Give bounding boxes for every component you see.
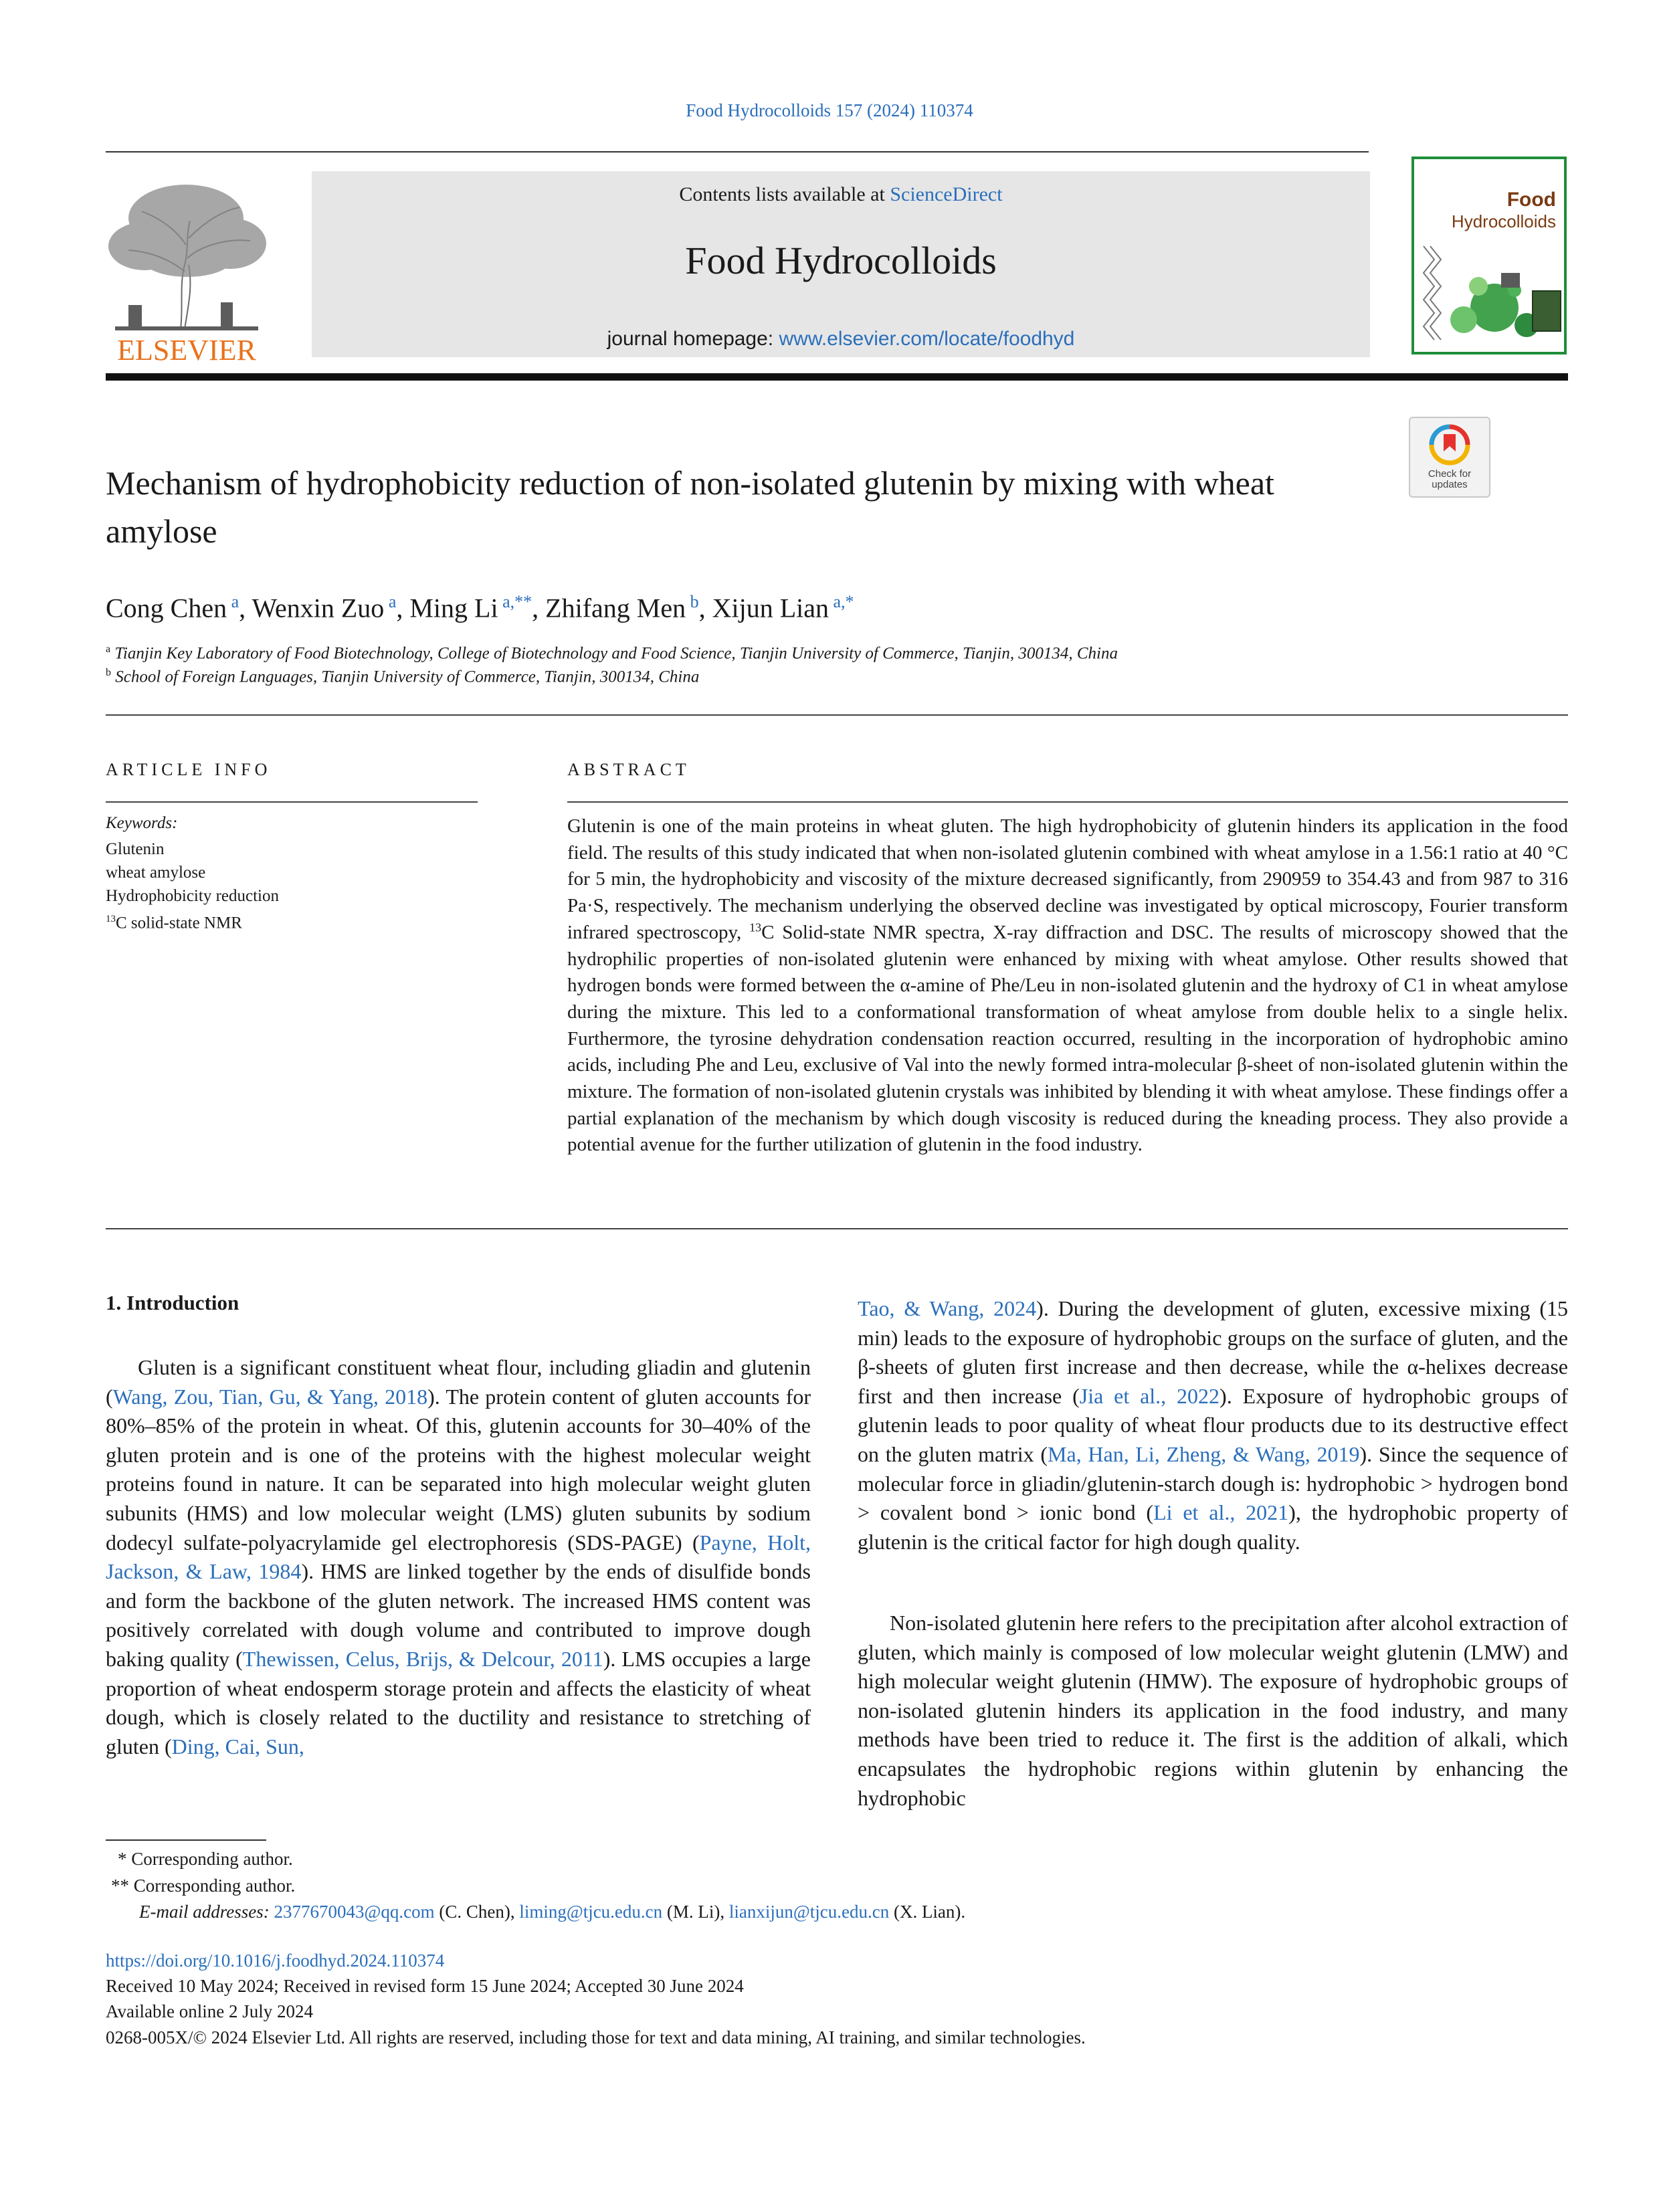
body-column-2-paragraph-1: Tao, & Wang, 2024). During the developme… [858, 1296, 1569, 1554]
citation-link[interactable]: Payne, Holt, Jackson, & Law, 1984 [106, 1530, 811, 1584]
author-name[interactable]: Wenxin Zuo [252, 593, 385, 623]
article-info-rule [106, 801, 478, 803]
author-name[interactable]: Xijun Lian [712, 593, 830, 623]
check-for-updates-icon [1429, 424, 1470, 466]
citation-link[interactable]: Wang, Zou, Tian, Gu, & Yang, 2018 [112, 1384, 428, 1409]
sciencedirect-link[interactable]: ScienceDirect [890, 183, 1003, 205]
affiliation-a: a Tianjin Key Laboratory of Food Biotech… [106, 643, 1118, 663]
footnote-rule [106, 1839, 266, 1841]
svg-text:ELSEVIER: ELSEVIER [117, 334, 256, 364]
abstract-rule [567, 801, 1568, 803]
journal-citation-link[interactable]: Food Hydrocolloids 157 (2024) 110374 [686, 100, 973, 120]
journal-banner: Contents lists available at ScienceDirec… [312, 171, 1370, 357]
email-addresses: E-mail addresses: 2377670043@qq.com (C. … [139, 1902, 965, 1922]
author-affiliation-marker[interactable]: a [384, 592, 397, 611]
email-link-li[interactable]: liming@tjcu.edu.cn [519, 1902, 663, 1922]
keyword: Glutenin [106, 840, 165, 858]
corresponding-author-note-1: * Corresponding author. [118, 1849, 293, 1869]
keywords-label: Keywords: [106, 814, 178, 832]
svg-text:Hydrocolloids: Hydrocolloids [1452, 211, 1556, 231]
author-name[interactable]: Zhifang Men [545, 593, 686, 623]
email-owner-chen: (C. Chen), [439, 1902, 515, 1922]
author-list: Cong Chen a, Wenxin Zuo a, Ming Li a,**,… [106, 592, 854, 623]
keyword: Hydrophobicity reduction [106, 887, 279, 905]
homepage-prefix: journal homepage: [607, 328, 774, 350]
article-info-heading: ARTICLE INFO [106, 760, 272, 779]
abstract-heading: ABSTRACT [567, 760, 690, 779]
abstract-text: Glutenin is one of the main proteins in … [567, 815, 1568, 1156]
keyword: 13C solid-state NMR [106, 914, 242, 932]
affiliation-b: b School of Foreign Languages, Tianjin U… [106, 667, 700, 686]
corresponding-author-note-2: ** Corresponding author. [111, 1876, 296, 1896]
journal-homepage-link[interactable]: www.elsevier.com/locate/foodhyd [779, 328, 1075, 350]
citation-link[interactable]: Ding, Cai, Sun, [171, 1734, 304, 1758]
introduction-heading: 1. Introduction [106, 1291, 239, 1314]
author-affiliation-marker[interactable]: a,** [498, 592, 532, 611]
citation-link[interactable]: Tao, & Wang, 2024 [858, 1296, 1037, 1320]
svg-text:Food: Food [1507, 189, 1556, 211]
author-affiliation-marker[interactable]: a [227, 592, 239, 611]
author-name[interactable]: Cong Chen [106, 593, 227, 623]
cover-artwork: Food Hydrocolloids [1422, 189, 1561, 340]
affiliation-rule [106, 714, 1568, 716]
email-owner-lian: (X. Lian). [893, 1902, 966, 1922]
email-link-lian[interactable]: lianxijun@tjcu.edu.cn [728, 1902, 890, 1922]
email-owner-li: (M. Li), [666, 1902, 725, 1922]
contents-prefix: Contents lists available at [679, 183, 885, 205]
check-for-updates-button[interactable]: Check for updates [1409, 417, 1490, 498]
author-name[interactable]: Ming Li [409, 593, 498, 623]
author-affiliation-marker[interactable]: b [686, 592, 699, 611]
body-column-1: Gluten is a significant constituent whea… [106, 1355, 811, 1758]
journal-name: Food Hydrocolloids [685, 239, 997, 282]
elsevier-logo[interactable]: ELSEVIER [102, 171, 272, 367]
email-link-chen[interactable]: 2377670043@qq.com [274, 1902, 435, 1922]
citation-link[interactable]: Ma, Han, Li, Zheng, & Wang, 2019 [1048, 1441, 1360, 1466]
doi-link[interactable]: https://doi.org/10.1016/j.foodhyd.2024.1… [106, 1950, 445, 1971]
article-history: Received 10 May 2024; Received in revise… [106, 1976, 744, 1996]
header-rule [106, 151, 1369, 153]
header-thick-rule [106, 373, 1568, 381]
keyword: wheat amylose [106, 864, 206, 882]
check-for-updates-label: Check for updates [1428, 468, 1472, 490]
contents-line: Contents lists available at ScienceDirec… [312, 183, 1370, 206]
email-label: E-mail addresses: [139, 1902, 270, 1922]
body-column-2-paragraph-2: Non-isolated glutenin here refers to the… [858, 1611, 1568, 1810]
citation-link[interactable]: Jia et al., 2022 [1079, 1383, 1220, 1408]
abstract-bottom-rule [106, 1228, 1568, 1229]
journal-cover-image[interactable]: Food Hydrocolloids [1411, 157, 1567, 355]
homepage-line: journal homepage: www.elsevier.com/locat… [312, 328, 1370, 350]
copyright-notice: 0268-005X/© 2024 Elsevier Ltd. All right… [106, 2027, 1086, 2047]
citation-link[interactable]: Li et al., 2021 [1153, 1500, 1289, 1525]
author-affiliation-marker[interactable]: a,* [829, 592, 854, 611]
available-online-date: Available online 2 July 2024 [106, 2001, 313, 2021]
citation-link[interactable]: Thewissen, Celus, Brijs, & Delcour, 2011 [242, 1646, 603, 1671]
elsevier-tree-icon: ELSEVIER [108, 185, 266, 367]
article-title: Mechanism of hydrophobicity reduction of… [106, 464, 1274, 550]
